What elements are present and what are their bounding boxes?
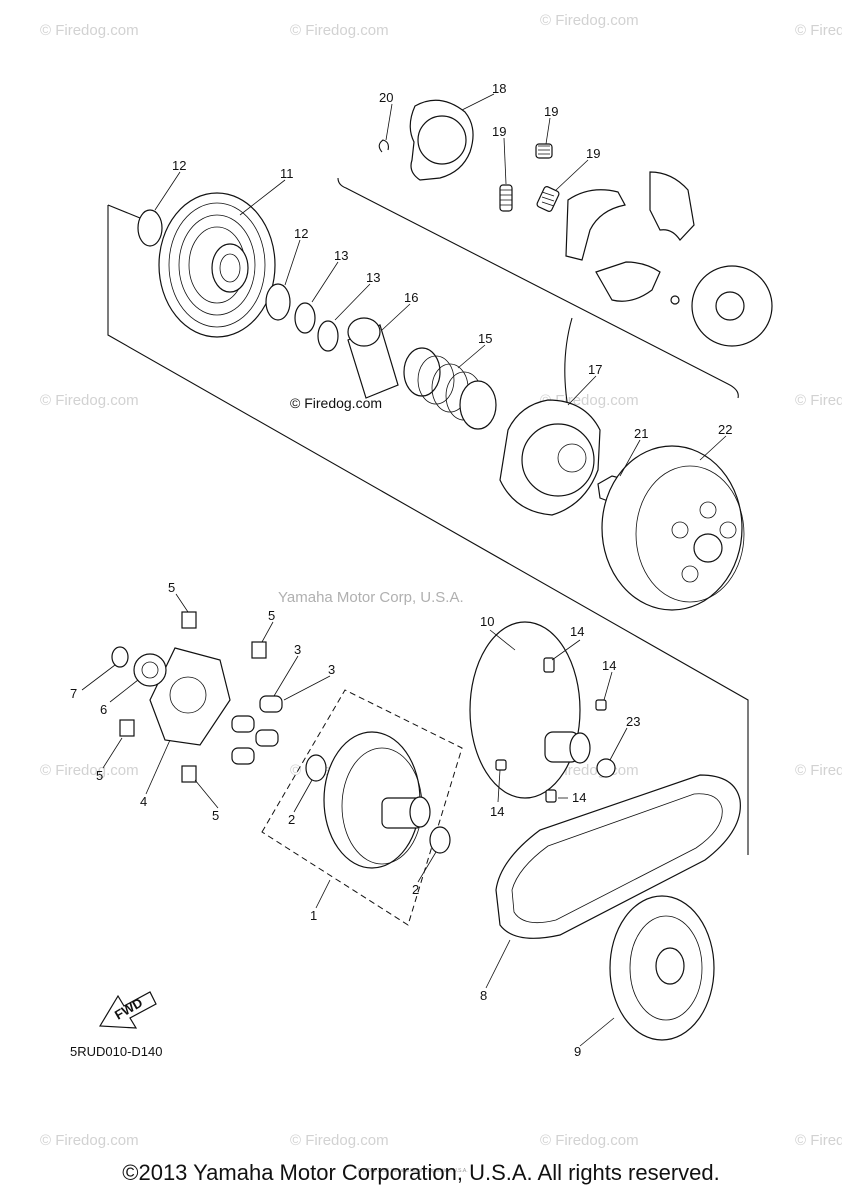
callout-5: 5 <box>268 608 275 623</box>
callout-21: 21 <box>634 426 648 441</box>
part-5-slider <box>181 765 197 783</box>
callout-5: 5 <box>168 580 175 595</box>
frame-lines <box>107 177 749 855</box>
callout-22: 22 <box>718 422 732 437</box>
forward-arrow-icon: FWD <box>98 991 157 1029</box>
watermark: © Firedog.com <box>795 762 842 779</box>
callout-17: 17 <box>588 362 602 377</box>
part-8-v-belt <box>495 774 741 939</box>
callout-8: 8 <box>480 988 487 1003</box>
part-6-bushing <box>133 653 167 687</box>
part-23-collar <box>596 758 616 778</box>
part-1-primary-pulley-assembly <box>261 689 463 926</box>
callout-23: 23 <box>626 714 640 729</box>
callout-9: 9 <box>574 1044 581 1059</box>
part-14-bolts <box>495 657 607 803</box>
part-2-collar <box>429 826 451 854</box>
watermark: © Firedog.com <box>290 1132 389 1149</box>
part-2-collar <box>305 754 327 782</box>
watermark: © Firedog.com <box>795 22 842 39</box>
leader-lines <box>81 93 727 1047</box>
callout-6: 6 <box>100 702 107 717</box>
part-11-primary-sheave <box>158 192 276 338</box>
part-12-collar <box>265 283 291 321</box>
callout-3: 3 <box>294 642 301 657</box>
part-18-gasket <box>409 99 474 181</box>
callout-5: 5 <box>212 808 219 823</box>
callout-7: 7 <box>70 686 77 701</box>
watermark: © Firedog.com <box>40 392 139 409</box>
callout-10: 10 <box>480 614 494 629</box>
watermark: © Firedog.com <box>540 12 639 29</box>
callout-19: 19 <box>544 104 558 119</box>
part-7-ring <box>111 646 129 668</box>
callout-16: 16 <box>404 290 418 305</box>
watermark: © Firedog.com <box>40 762 139 779</box>
watermark: © Firedog.com <box>40 1132 139 1149</box>
callout-4: 4 <box>140 794 147 809</box>
part-3-weight-rollers <box>231 695 283 765</box>
callout-numbers: 20 18 19 19 19 12 11 12 13 13 16 15 17 2… <box>70 81 732 1059</box>
watermark: © Firedog.com <box>40 22 139 39</box>
callout-18: 18 <box>492 81 506 96</box>
part-16-spring-guide <box>347 317 399 399</box>
part-5-slider-pieces <box>119 611 267 783</box>
clutch-shoe-assembly-upper <box>565 171 773 347</box>
callout-2: 2 <box>288 812 295 827</box>
callout-11: 11 <box>280 166 294 181</box>
part-12-collar <box>137 209 163 247</box>
callout-14: 14 <box>570 624 584 639</box>
watermark: © Firedog.com <box>540 1132 639 1149</box>
callout-2: 2 <box>412 882 419 897</box>
part-15-compression-spring <box>403 347 497 430</box>
callout-3: 3 <box>328 662 335 677</box>
callout-14: 14 <box>490 804 504 819</box>
part-5-slider <box>119 719 135 737</box>
part-13-o-ring <box>294 302 316 334</box>
callout-20: 20 <box>379 90 393 105</box>
part-5-slider <box>181 611 197 629</box>
callout-15: 15 <box>478 331 492 346</box>
part-22-clutch-housing <box>601 445 745 611</box>
callout-12: 12 <box>294 226 308 241</box>
small-print: (c) 2005-2015 Yamaha Motor Corporation, … <box>358 1168 468 1174</box>
callout-19: 19 <box>492 124 506 139</box>
callout-13: 13 <box>366 270 380 285</box>
part-9-cooling-fan <box>609 895 715 1041</box>
callout-12: 12 <box>172 158 186 173</box>
part-4-cam <box>149 647 231 746</box>
callout-14: 14 <box>572 790 586 805</box>
callout-19: 19 <box>586 146 600 161</box>
callout-1: 1 <box>310 908 317 923</box>
part-13-o-ring <box>317 320 339 352</box>
callout-5: 5 <box>96 768 103 783</box>
callout-14: 14 <box>602 658 616 673</box>
callout-13: 13 <box>334 248 348 263</box>
watermark: © Firedog.com <box>795 1132 842 1149</box>
watermark: © Firedog.com <box>795 392 842 409</box>
part-17-clutch-carrier <box>499 399 601 516</box>
copyright-footer: ©2013 Yamaha Motor Corporation, U.S.A. A… <box>122 1160 720 1185</box>
diagram-code: 5RUD010-D140 <box>70 1044 163 1059</box>
part-19-springs <box>499 143 560 212</box>
watermark: © Firedog.com <box>290 22 389 39</box>
part-5-slider <box>251 641 267 659</box>
center-watermark: Yamaha Motor Corp, U.S.A. <box>278 589 464 606</box>
part-20-clip <box>378 139 389 153</box>
inline-watermark: © Firedog.com <box>290 395 382 411</box>
